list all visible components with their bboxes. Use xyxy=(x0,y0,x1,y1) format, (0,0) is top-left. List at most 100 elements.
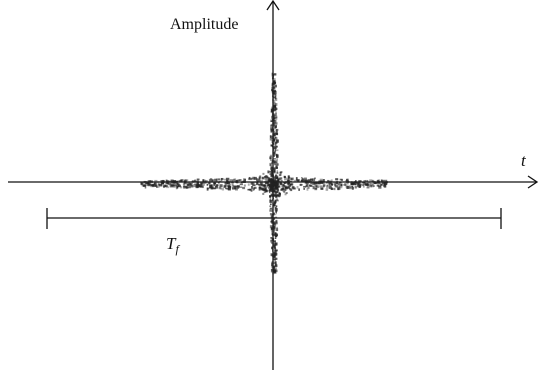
pulse-center-dot xyxy=(266,182,269,185)
pulse-center-dot xyxy=(278,194,281,197)
pulse-spike-dot xyxy=(272,99,275,103)
pulse-band-dot xyxy=(358,180,362,182)
pulse-spike-dot xyxy=(269,190,271,194)
pulse-spike-dot xyxy=(271,246,274,249)
pulse-band-dot xyxy=(326,184,329,187)
pulse-band-dot xyxy=(196,178,200,181)
pulse-spike-dot xyxy=(270,171,272,175)
pulse-band-dot xyxy=(213,181,216,185)
pulse-center-dot xyxy=(273,170,276,173)
pulse-spike-dot xyxy=(269,157,271,160)
pulse-center-dot xyxy=(277,181,280,184)
pulse-spike-dot xyxy=(270,253,273,257)
pulse-band-dot xyxy=(339,185,343,189)
pulse-band-dot xyxy=(382,179,386,183)
pulse-band-dot xyxy=(278,178,281,180)
pulse-spike-dot xyxy=(270,220,273,223)
pulse-center-dot xyxy=(289,183,292,186)
pulse-spike-dot xyxy=(272,138,275,141)
pulse-band-dot xyxy=(234,186,237,190)
pulse-band-dot xyxy=(194,180,198,183)
pulse-spike-dot xyxy=(276,162,278,165)
pulse-spike-dot xyxy=(274,90,278,94)
pulse-center-dot xyxy=(287,185,290,188)
pulse-band-dot xyxy=(229,184,231,187)
pulse-center-dot xyxy=(277,189,280,192)
pulse-band-dot xyxy=(166,180,169,183)
pulse-band-dot xyxy=(373,181,377,185)
pulse-band-dot xyxy=(335,178,339,181)
pulse-band-dot xyxy=(314,186,318,189)
pulse-spike-dot xyxy=(271,115,274,119)
pulse-band-dot xyxy=(336,180,338,183)
pulse-spike-dot xyxy=(273,226,276,230)
pulse-band-dot xyxy=(253,177,256,180)
pulse-spike-dot xyxy=(275,205,278,208)
duration-label-symbol: T xyxy=(166,234,176,253)
pulse-band-dot xyxy=(184,179,189,181)
pulse-spike-dot xyxy=(274,141,276,144)
pulse-band-dot xyxy=(304,179,308,182)
pulse-spike-dot xyxy=(269,189,272,191)
pulse-spike-dot xyxy=(271,140,274,143)
pulse-band-dot xyxy=(302,177,304,181)
pulse-band-dot xyxy=(226,179,229,182)
pulse-spike-dot xyxy=(269,138,273,141)
pulse-spike-dot xyxy=(273,81,276,85)
pulse-band-dot xyxy=(330,183,334,186)
pulse-center-dot xyxy=(262,172,265,175)
pulse-spike-dot xyxy=(272,242,274,245)
pulse-spike-dot xyxy=(273,151,276,154)
pulse-band-dot xyxy=(163,184,166,188)
pulse-band-dot xyxy=(176,184,178,187)
pulse-band-dot xyxy=(161,182,164,184)
pulse-band-dot xyxy=(264,187,267,191)
pulse-band-dot xyxy=(307,179,311,182)
pulse-center-dot xyxy=(271,186,274,189)
pulse-center-dot xyxy=(271,181,274,184)
pulse-spike-dot xyxy=(272,144,274,148)
pulse-band-dot xyxy=(305,184,308,187)
pulse-spike-dot xyxy=(275,235,277,239)
pulse-band-dot xyxy=(383,185,387,188)
pulse-spike-dot xyxy=(274,95,277,100)
pulse-band-dot xyxy=(215,185,217,188)
pulse-band-dot xyxy=(190,184,194,187)
pulse-band-dot xyxy=(211,184,214,187)
pulse-band-dot xyxy=(318,182,321,185)
pulse-band-dot xyxy=(220,187,223,190)
pulse-spike-dot xyxy=(272,203,275,206)
pulse-band-dot xyxy=(369,185,373,188)
pulse-band-dot xyxy=(177,183,180,186)
pulse-band-dot xyxy=(346,185,350,189)
pulse-spike-dot xyxy=(270,130,273,133)
pulse-spike-dot xyxy=(274,150,277,154)
pulse-spike-dot xyxy=(271,118,274,122)
pulse-band-dot xyxy=(287,177,289,181)
pulse-band-dot xyxy=(253,187,255,190)
pulse-band-dot xyxy=(232,187,236,190)
pulse-spike-dot xyxy=(274,207,276,211)
pulse-center-dot xyxy=(271,170,274,173)
pulse-band-dot xyxy=(202,181,206,184)
pulse-band-dot xyxy=(195,185,199,189)
pulse-spike-dot xyxy=(271,83,274,86)
pulse-band-dot xyxy=(147,183,151,187)
pulse-band-dot xyxy=(345,180,348,183)
pulse-band-dot xyxy=(170,179,174,181)
pulse-band-dot xyxy=(333,187,336,191)
pulse-spike-dot xyxy=(274,178,277,181)
pulse-band-dot xyxy=(346,178,349,181)
pulse-spike-dot xyxy=(275,107,278,111)
pulse-band-dot xyxy=(318,180,322,183)
pulse-spike-dot xyxy=(273,251,276,256)
pulse-band-dot xyxy=(326,185,329,188)
pulse-spike-dot xyxy=(274,261,277,264)
pulse-center-dot xyxy=(258,186,261,189)
pulse-band-dot xyxy=(189,182,193,185)
pulse-center-dot xyxy=(287,176,290,179)
pulse-band-dot xyxy=(349,186,353,190)
pulse-center-dot xyxy=(274,181,277,184)
pulse-band-dot xyxy=(365,179,369,183)
pulse-spike-dot xyxy=(274,244,276,249)
